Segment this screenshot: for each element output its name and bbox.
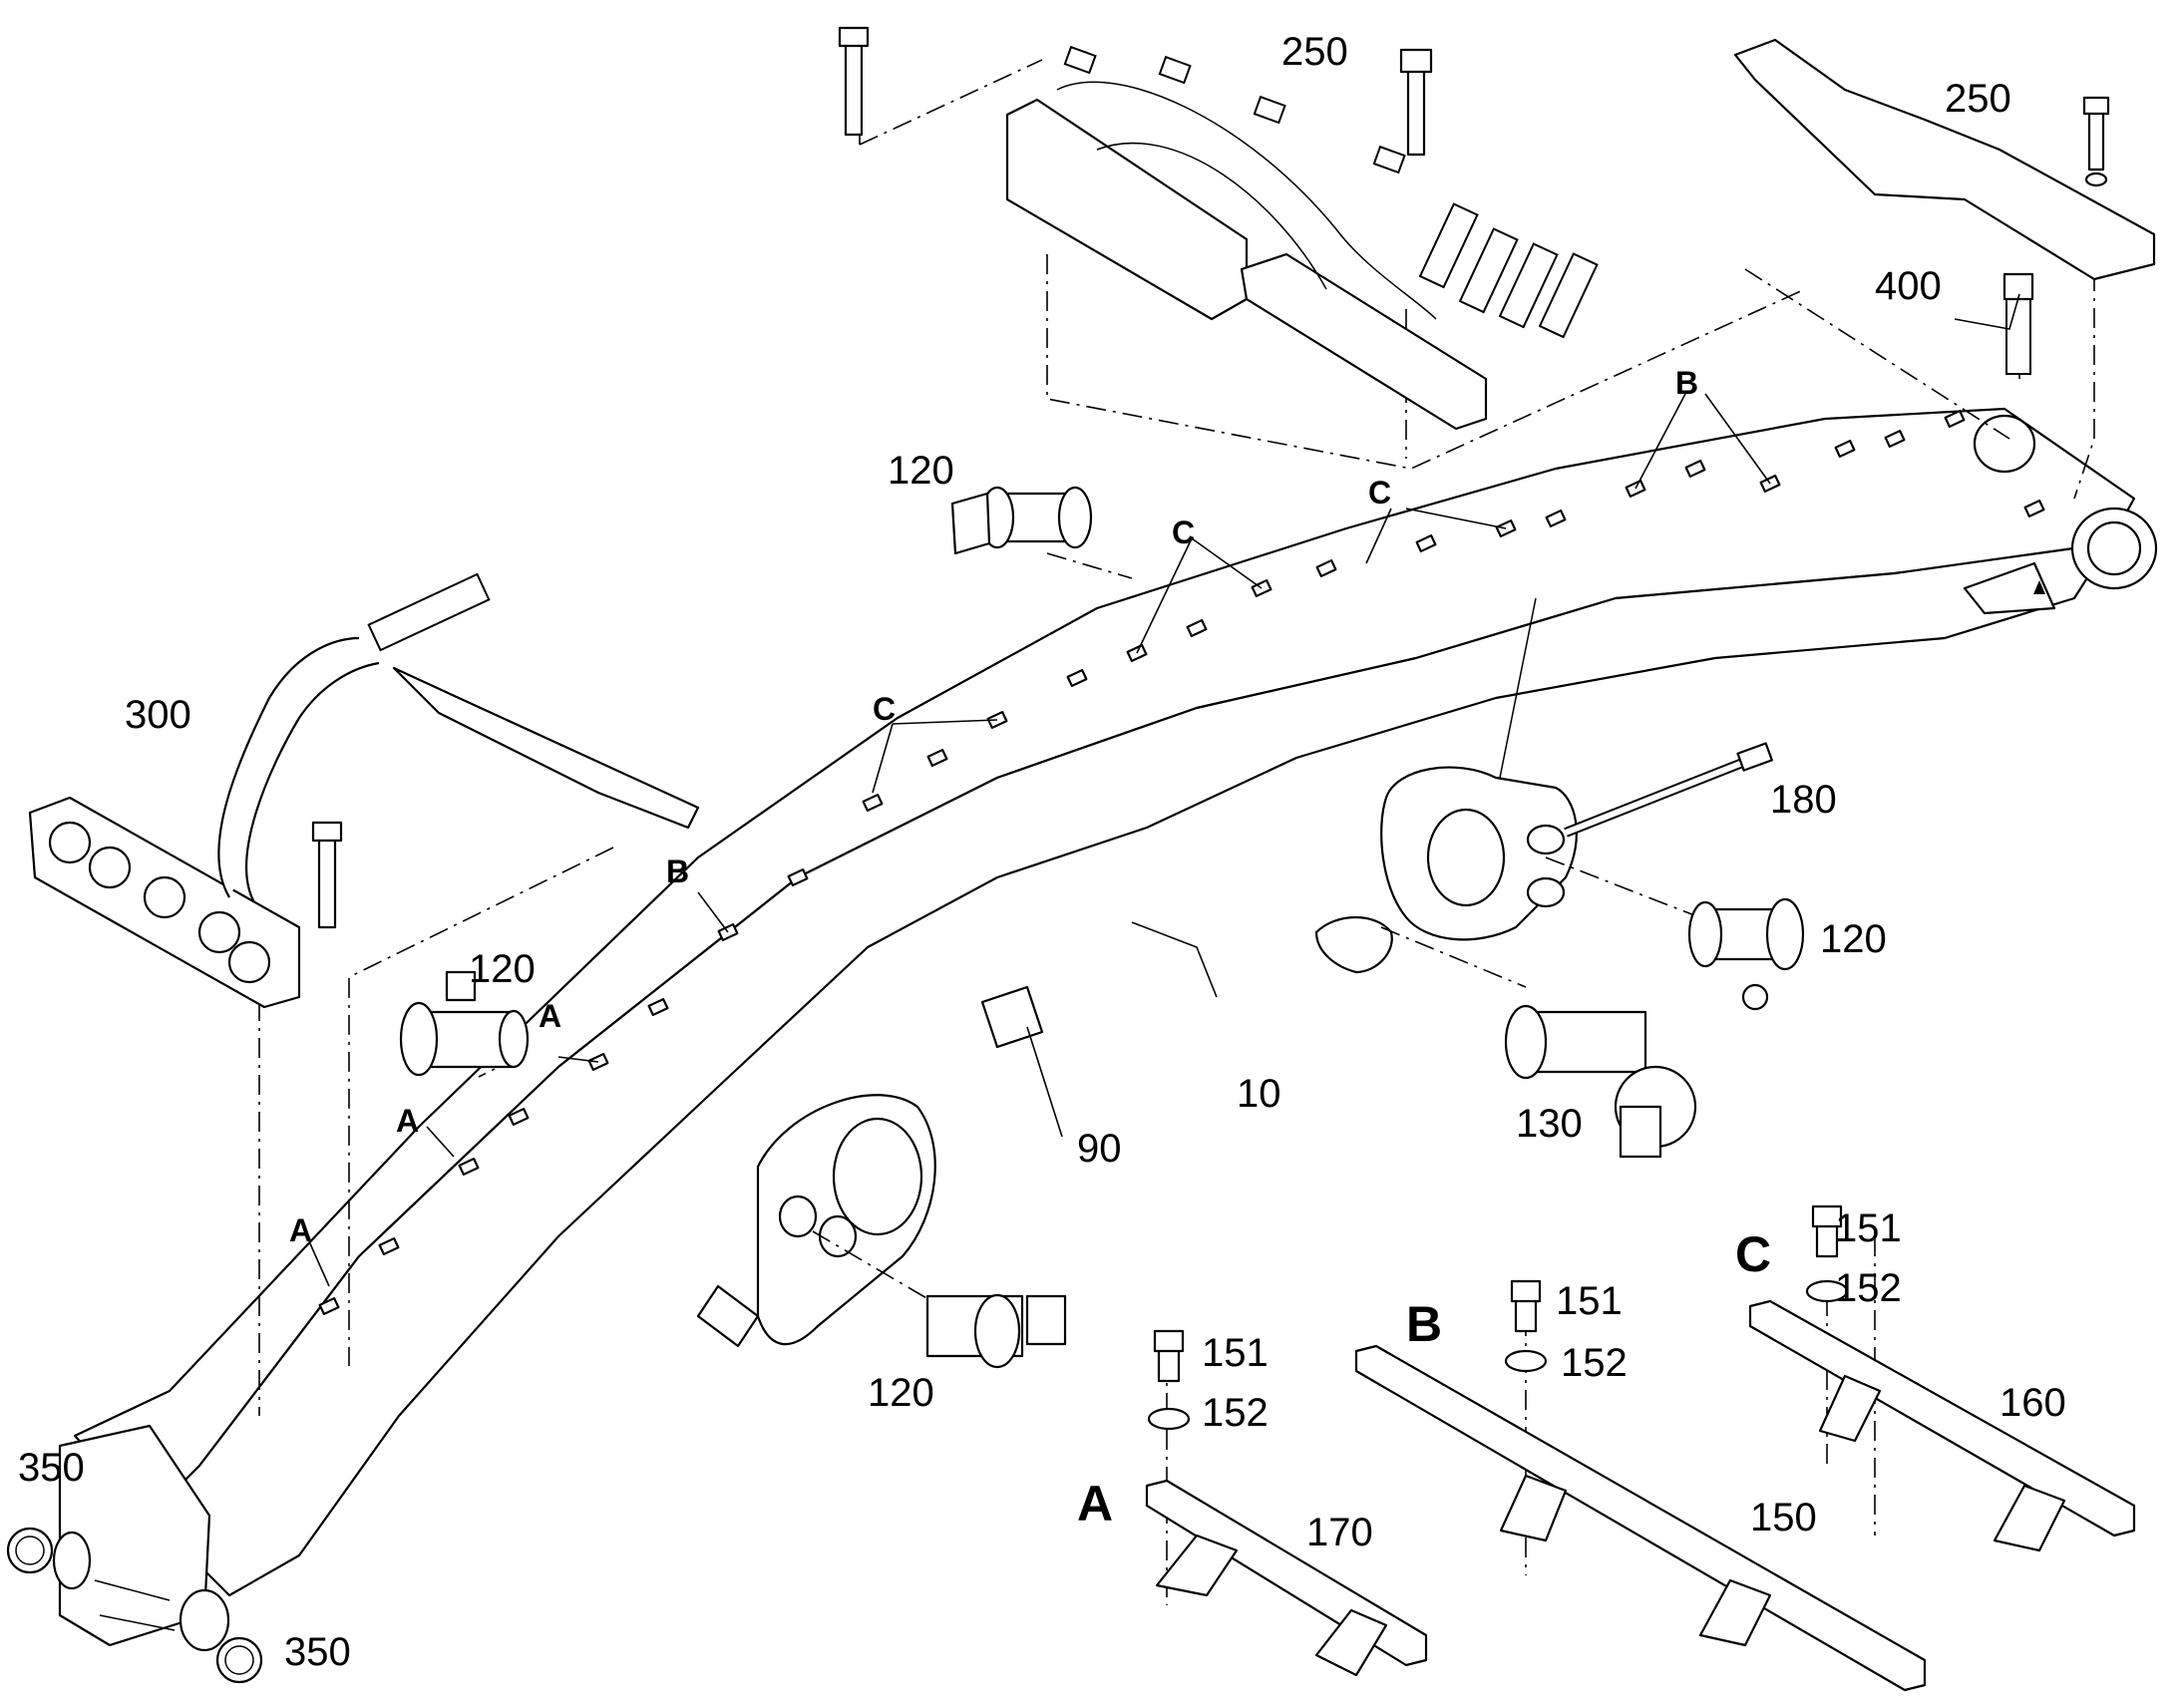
bracket-mark — [1884, 429, 1906, 449]
label-90: 90 — [1077, 1127, 1122, 1171]
label-250-main: 250 — [1281, 30, 1348, 74]
ref-b-lower: B — [666, 854, 689, 889]
label-170: 170 — [1306, 1511, 1373, 1554]
leader-lines — [308, 293, 2020, 1287]
pin-130 — [1504, 1004, 1697, 1159]
label-10: 10 — [1237, 1072, 1281, 1116]
label-151-b: 151 — [1556, 1279, 1623, 1323]
plate-90 — [980, 985, 1044, 1049]
label-350-bottom: 350 — [284, 1630, 351, 1674]
bracket-mark — [458, 1157, 480, 1177]
washer-350-bottom — [215, 1636, 263, 1684]
label-350-top: 350 — [18, 1446, 85, 1490]
valve-block-250-main — [838, 26, 1599, 431]
bracket-mark — [1186, 618, 1208, 638]
detail-letter-c: C — [1735, 1226, 1771, 1282]
ref-c-lower: C — [873, 691, 896, 727]
label-180: 180 — [1770, 778, 1837, 822]
pin-120-right — [1687, 897, 1805, 1011]
label-151-a: 151 — [1202, 1331, 1269, 1375]
label-400: 400 — [1875, 264, 1942, 308]
rail-150 — [1354, 1344, 1927, 1692]
bracket-mark — [1545, 509, 1567, 528]
cylinder-mount-lug — [1314, 766, 1578, 974]
ref-b-upper: B — [1675, 365, 1698, 401]
bolt-151-a — [1153, 1329, 1185, 1383]
rail-170 — [1145, 1479, 1428, 1677]
washer-152-b — [1504, 1349, 1548, 1373]
label-120-top: 120 — [888, 449, 954, 493]
detail-letter-a: A — [1077, 1476, 1113, 1532]
rod-180 — [1564, 742, 1773, 838]
detail-letter-b: B — [1406, 1296, 1442, 1352]
ref-a-lower: A — [289, 1212, 312, 1248]
ref-c-upper: C — [1368, 475, 1391, 511]
bracket-mark — [318, 1296, 340, 1316]
bracket-mark — [2023, 499, 2045, 518]
bracket-mark — [1684, 459, 1706, 479]
label-151-c: 151 — [1835, 1206, 1902, 1250]
boom-body — [52, 407, 2158, 1652]
pin-120-bottom — [925, 1293, 1067, 1369]
label-152-c: 152 — [1835, 1266, 1902, 1310]
rail-160 — [1748, 1299, 2136, 1552]
bracket-mark — [647, 997, 669, 1017]
ref-a-mid: A — [396, 1103, 419, 1139]
bracket-mark — [378, 1236, 400, 1256]
bracket-mark — [1415, 533, 1437, 553]
valve-block-300 — [28, 572, 700, 1009]
label-130: 130 — [1516, 1102, 1583, 1146]
bracket-mark — [1315, 558, 1337, 578]
label-152-a: 152 — [1202, 1391, 1269, 1435]
reference-letters: B C C C B A A A C B A — [289, 365, 1771, 1532]
ref-a-upper: A — [539, 998, 561, 1034]
label-150: 150 — [1750, 1496, 1817, 1539]
bracket-mark — [787, 867, 809, 887]
bracket-mark — [926, 748, 948, 768]
bracket-mark — [1944, 409, 1966, 429]
bracket-mark — [508, 1107, 530, 1127]
label-120-left: 120 — [469, 947, 536, 991]
bracket-mark — [1066, 668, 1088, 688]
label-160: 160 — [1999, 1381, 2066, 1425]
washer-350-top — [6, 1527, 54, 1574]
label-250-right: 250 — [1945, 77, 2011, 121]
ref-c-mid: C — [1172, 514, 1195, 550]
washer-152-c — [1805, 1279, 1849, 1303]
bolt-151-c — [1811, 1204, 1843, 1258]
bracket-mark — [862, 793, 884, 813]
washer-152-a — [1147, 1407, 1191, 1431]
bolt-151-b — [1510, 1279, 1542, 1333]
label-152-b: 152 — [1561, 1341, 1628, 1385]
bracket-mark — [1834, 439, 1856, 459]
pin-120-left — [399, 970, 530, 1077]
pin-120-top — [950, 486, 1093, 555]
label-120-right: 120 — [1820, 917, 1887, 961]
label-120-bottom: 120 — [868, 1371, 934, 1415]
part-number-labels: 250 250 400 120 300 120 180 120 10 90 13… — [18, 30, 2066, 1674]
lower-lug — [696, 1094, 936, 1348]
label-300: 300 — [125, 693, 191, 737]
